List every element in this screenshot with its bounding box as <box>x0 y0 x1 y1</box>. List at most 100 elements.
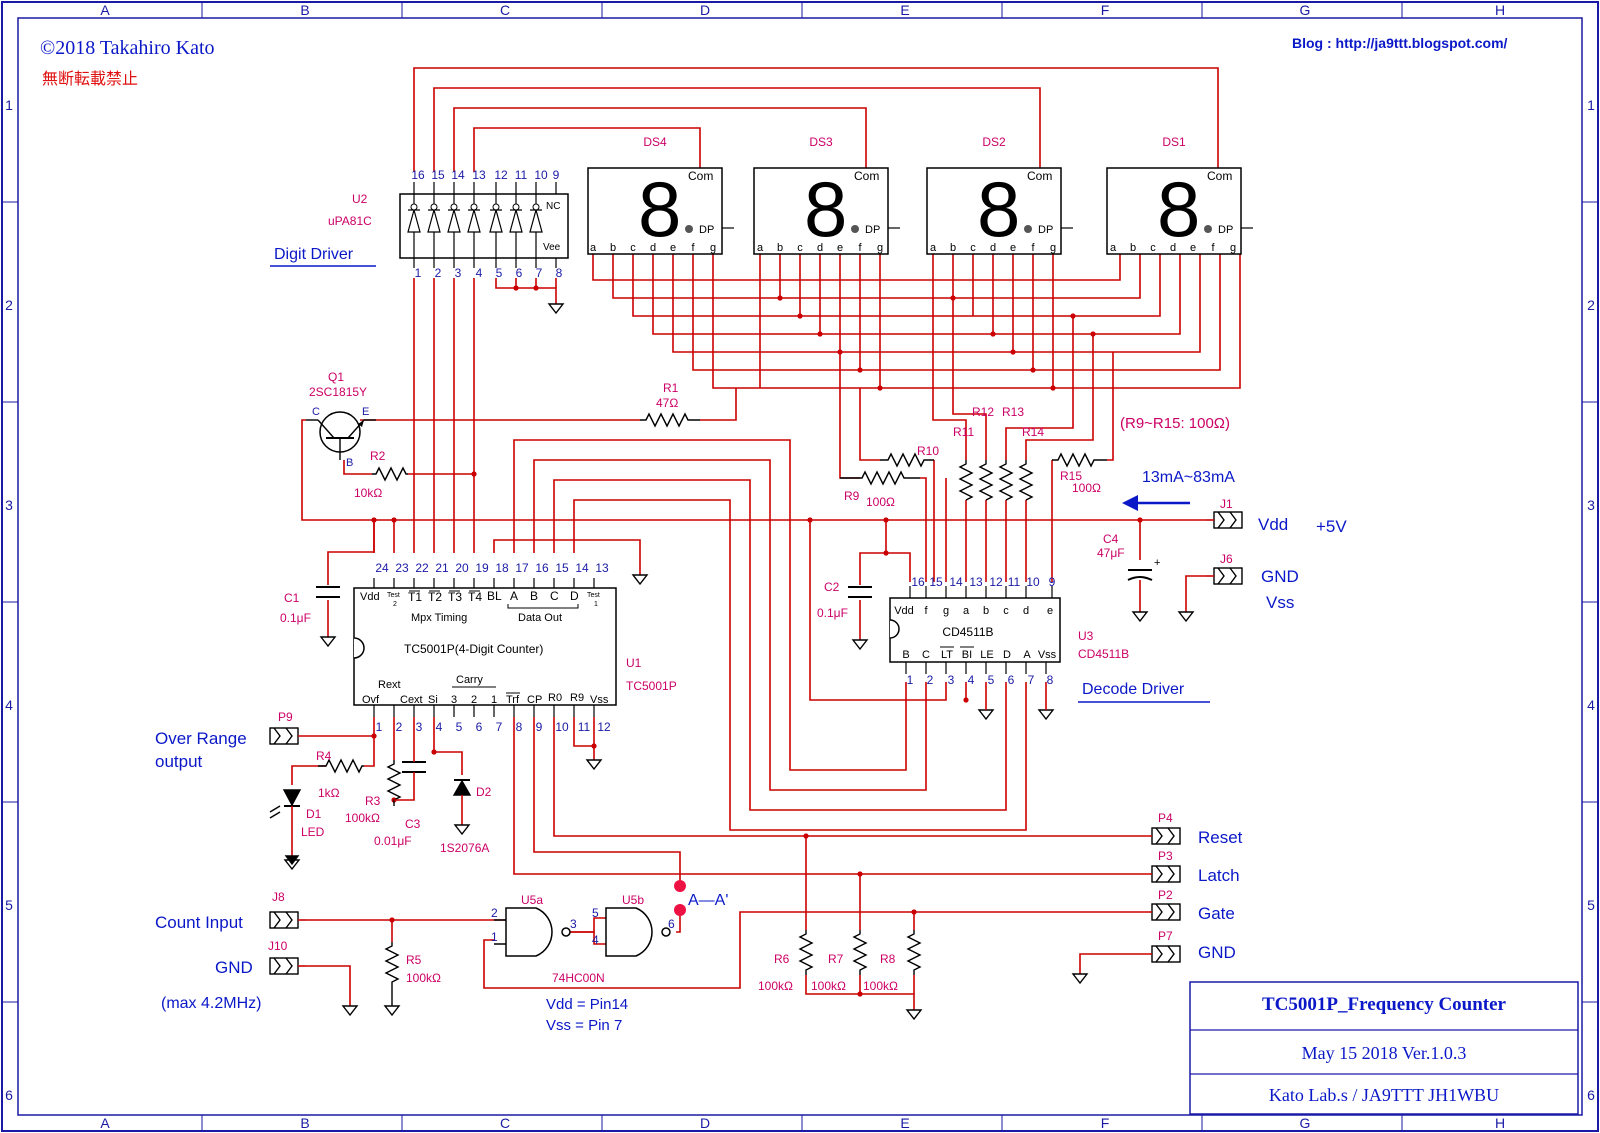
ds3-pin-e: e <box>837 242 843 254</box>
c4-body <box>1127 569 1153 581</box>
u1-pin-2: 2 <box>396 720 403 734</box>
p4-connector[interactable] <box>1151 827 1181 845</box>
ds4-pin-c: c <box>630 242 636 254</box>
r5-ref: R5 <box>406 953 422 967</box>
u5-pin-3: 3 <box>570 917 577 931</box>
d2-diode <box>452 779 472 825</box>
r13-ref: R13 <box>1002 405 1024 419</box>
u1-label-carry-2: 2 <box>471 694 477 706</box>
r6-body <box>798 930 814 975</box>
ds1-pin-b: b <box>1130 242 1136 254</box>
row-label-6-right: 6 <box>1587 1087 1595 1103</box>
u3-label-e: e <box>1047 605 1053 617</box>
d1-ref: D1 <box>306 807 322 821</box>
u1-pin-19: 19 <box>475 561 489 575</box>
r3-val: 100kΩ <box>345 811 380 825</box>
u3-pin-6: 6 <box>1008 673 1015 687</box>
r14-body <box>1018 460 1034 501</box>
u2-pin-9: 9 <box>553 168 560 182</box>
u2-pin-6: 6 <box>516 266 523 280</box>
p3-connector[interactable] <box>1151 865 1181 883</box>
p9-connector[interactable] <box>269 727 299 745</box>
j8-connector[interactable] <box>269 911 299 929</box>
u5-pin-2: 2 <box>491 906 498 920</box>
u1-pin-24: 24 <box>375 561 389 575</box>
title-block-date: May 15 2018 Ver.1.0.3 <box>1302 1043 1467 1063</box>
col-label-f: F <box>1101 2 1110 18</box>
col-label-a-bottom: A <box>100 1115 110 1131</box>
u3-pin-7: 7 <box>1028 673 1035 687</box>
wiring <box>291 67 1241 1010</box>
c4-val: 47μF <box>1097 546 1125 560</box>
jumper-a-prime-dot[interactable] <box>674 904 686 916</box>
u3-label-b-in: B <box>902 649 909 661</box>
r10-body <box>880 452 934 468</box>
ds2-pin-c: c <box>970 242 976 254</box>
row-label-6: 6 <box>5 1087 13 1103</box>
u2-pin-13: 13 <box>472 168 486 182</box>
u1-counter: 24 23 22 21 20 19 18 17 16 15 14 13 1 2 … <box>353 561 677 734</box>
r9-r15-note: (R9~R15: 100Ω) <box>1120 415 1230 432</box>
ds4-pin-g: g <box>710 242 716 254</box>
u1-pin-7: 7 <box>496 720 503 734</box>
ds2-pin-b: b <box>950 242 956 254</box>
j10-connector[interactable] <box>269 957 299 975</box>
u1-label-c: C <box>550 589 559 603</box>
col-label-b: B <box>300 2 309 18</box>
u3-pin-16: 16 <box>911 575 925 589</box>
u1-label-test1-n: 1 <box>594 601 598 608</box>
ds1-com: Com <box>1207 169 1232 183</box>
u2-pin-3: 3 <box>455 266 462 280</box>
u1-pin-6: 6 <box>476 720 483 734</box>
r9-ref: R9 <box>844 489 860 503</box>
u1-pin-23: 23 <box>395 561 409 575</box>
p7-connector[interactable] <box>1151 945 1181 963</box>
j1-connector[interactable] <box>1213 511 1243 529</box>
u1-pin-16: 16 <box>535 561 549 575</box>
u3-pin-10: 10 <box>1026 575 1040 589</box>
u1-pin-22: 22 <box>415 561 429 575</box>
r1-ref: R1 <box>663 381 679 395</box>
u1-label-b: B <box>530 589 538 603</box>
u1-pin-1: 1 <box>376 720 383 734</box>
u1-label-test2: Test <box>387 592 400 599</box>
u3-label-le: LE <box>980 649 993 661</box>
r14-ref: R14 <box>1022 425 1044 439</box>
ds2-pin-f: f <box>1031 242 1035 254</box>
r6-ref: R6 <box>774 952 790 966</box>
ds1-ref: DS1 <box>1162 135 1186 149</box>
u2-pin-15: 15 <box>431 168 445 182</box>
r8-ref: R8 <box>880 952 896 966</box>
p2-connector[interactable] <box>1151 903 1181 921</box>
u1-pin-4: 4 <box>436 720 443 734</box>
q1-pin-b: B <box>346 457 353 469</box>
u3-label-d: d <box>1023 605 1029 617</box>
u1-label-rext: Rext <box>378 679 401 691</box>
u1-label-r9: R9 <box>570 692 584 704</box>
ds4-pin-b: b <box>610 242 616 254</box>
d2-ref: D2 <box>476 785 492 799</box>
blog-link[interactable]: Blog : http://ja9ttt.blogspot.com/ <box>1292 35 1508 51</box>
ds3-pin-b: b <box>777 242 783 254</box>
u1-label-trf: Trf <box>506 694 520 706</box>
col-label-d-bottom: D <box>700 1115 710 1131</box>
row-label-3: 3 <box>5 497 13 513</box>
j6-connector[interactable] <box>1213 567 1243 585</box>
u1-label-t1: T1 <box>408 590 422 604</box>
jumper-a-dot[interactable] <box>674 880 686 892</box>
ds1-pin-g: g <box>1230 242 1236 254</box>
r4-body <box>318 758 364 774</box>
u1-label-test1: Test <box>587 592 600 599</box>
u1-label-a: A <box>510 589 518 603</box>
ds2-com: Com <box>1027 169 1052 183</box>
u3-label-vss: Vss <box>1038 649 1057 661</box>
notice: 無断転載禁止 <box>42 70 138 88</box>
u1-label-carry: Carry <box>456 674 483 686</box>
q1-ref: Q1 <box>328 370 344 384</box>
u3-part: CD4511B <box>1078 647 1129 661</box>
c1-body <box>316 586 340 598</box>
u5b-ref: U5b <box>622 893 644 907</box>
u1-pin-15: 15 <box>555 561 569 575</box>
u3-label-f: f <box>924 605 928 617</box>
